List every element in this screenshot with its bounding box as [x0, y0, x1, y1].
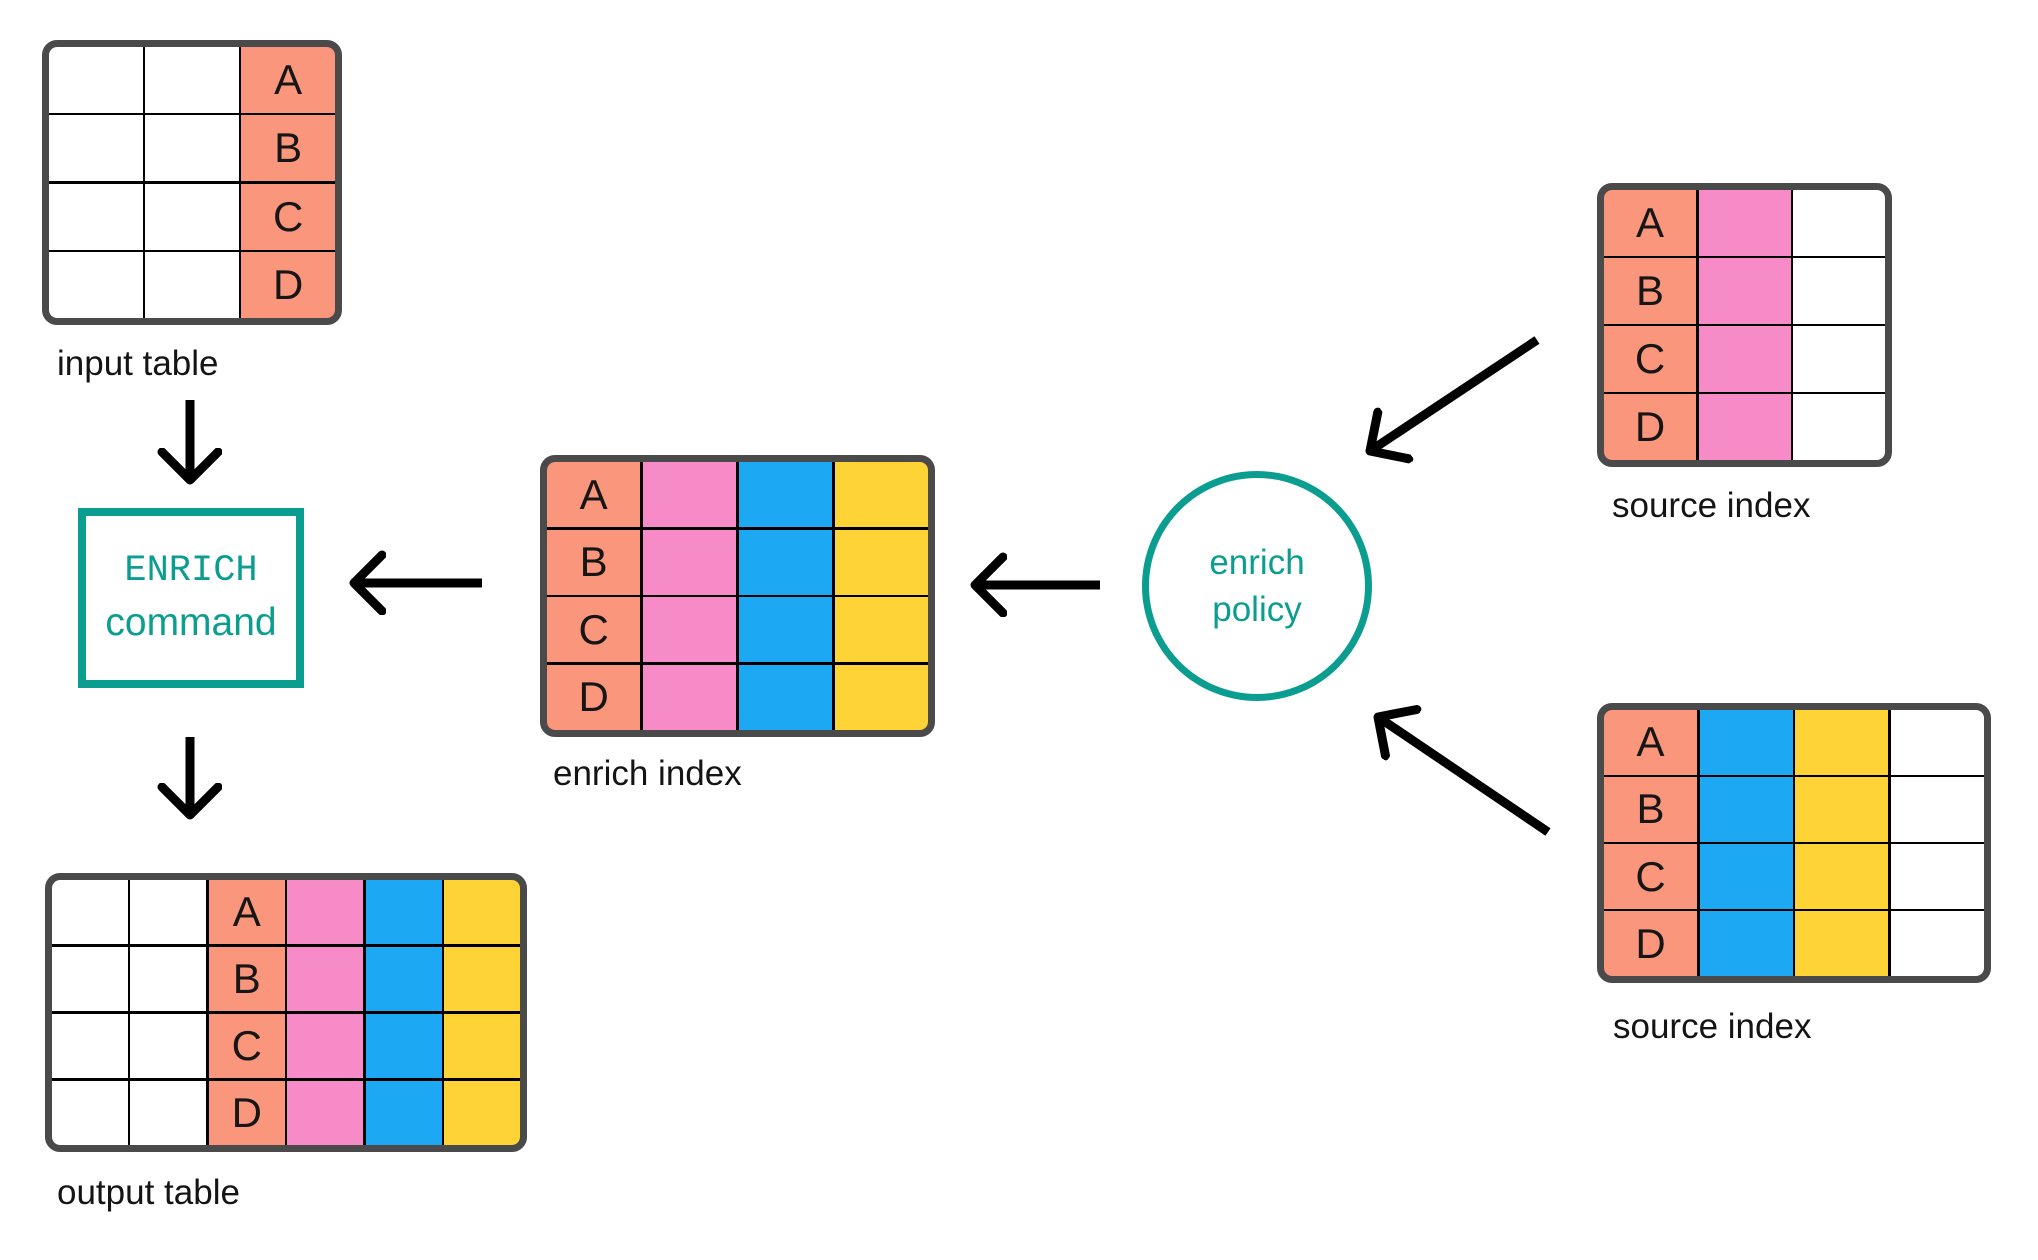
key-cell: D [1604, 911, 1698, 976]
table-cell [130, 1013, 207, 1079]
key-cell: A [208, 880, 285, 945]
table-cell [365, 946, 442, 1012]
enrich-index-table: A B C D [540, 455, 935, 737]
table-cell [52, 880, 128, 945]
key-cell: B [1604, 258, 1696, 324]
table-cell [738, 529, 833, 595]
key-cell: A [241, 47, 335, 113]
table-cell [1795, 710, 1889, 775]
table-cell [130, 946, 207, 1012]
table-cell [738, 664, 833, 730]
table-cell [52, 946, 128, 1012]
table-cell [49, 47, 143, 113]
arrow-source-top-to-policy-icon [1370, 336, 1540, 451]
table-cell [49, 183, 143, 250]
enrich-command-subtitle: command [105, 600, 277, 644]
source-index-bottom-label: source index [1613, 1007, 1812, 1046]
table-cell [1699, 710, 1793, 775]
table-cell [1699, 844, 1793, 909]
table-cell [365, 880, 442, 945]
source-index-top-label: source index [1612, 486, 1811, 525]
table-cell [1698, 258, 1791, 324]
table-cell [365, 1080, 442, 1145]
table-cell [287, 946, 364, 1012]
output-table: A B C D [45, 873, 527, 1152]
table-cell [834, 664, 928, 730]
output-table-label: output table [57, 1173, 240, 1212]
enrich-command-title: ENRICH [124, 549, 258, 592]
source-index-bottom-table: A B C D [1597, 703, 1991, 983]
table-cell [145, 183, 239, 250]
table-cell [130, 880, 207, 945]
table-cell [365, 1013, 442, 1079]
table-cell [1793, 326, 1885, 392]
table-cell [1698, 326, 1791, 392]
input-table: A B C D [42, 40, 342, 325]
table-cell [642, 462, 737, 528]
table-cell [1795, 911, 1889, 976]
key-cell: C [547, 597, 641, 663]
table-cell [287, 1013, 364, 1079]
table-cell [642, 664, 737, 730]
table-cell [738, 597, 833, 663]
table-cell [1890, 777, 1984, 842]
table-cell [642, 529, 737, 595]
key-cell: A [547, 462, 641, 528]
table-cell [444, 880, 520, 945]
table-cell [444, 1080, 520, 1145]
table-cell [1890, 844, 1984, 909]
key-cell: A [1604, 710, 1698, 775]
table-cell [145, 252, 239, 318]
table-cell [834, 529, 928, 595]
table-cell [52, 1080, 128, 1145]
enrich-index-label: enrich index [553, 754, 742, 793]
key-cell: B [241, 115, 335, 182]
table-cell [1793, 394, 1885, 460]
source-index-top-table: A B C D [1597, 183, 1892, 467]
arrow-source-bottom-to-policy-icon [1378, 717, 1551, 836]
table-cell [1795, 777, 1889, 842]
table-cell [1793, 190, 1885, 256]
table-cell [130, 1080, 207, 1145]
key-cell: D [241, 252, 335, 318]
table-cell [287, 1080, 364, 1145]
enrich-policy-label-line1: enrich [1209, 542, 1305, 582]
table-cell [145, 47, 239, 113]
table-cell [834, 462, 928, 528]
table-cell [834, 597, 928, 663]
key-cell: D [208, 1080, 285, 1145]
key-cell: C [208, 1013, 285, 1079]
table-cell [444, 946, 520, 1012]
key-cell: B [208, 946, 285, 1012]
key-cell: A [1604, 190, 1696, 256]
table-cell [444, 1013, 520, 1079]
table-cell [49, 115, 143, 182]
table-cell [1699, 911, 1793, 976]
table-cell [1793, 258, 1885, 324]
key-cell: C [1604, 326, 1696, 392]
key-cell: D [1604, 394, 1696, 460]
table-cell [52, 1013, 128, 1079]
table-cell [738, 462, 833, 528]
key-cell: D [547, 664, 641, 730]
enrich-policy-label-line2: policy [1212, 590, 1302, 629]
enrich-policy-circle: enrich policy [1142, 471, 1372, 701]
input-table-label: input table [57, 344, 219, 383]
table-cell [1795, 844, 1889, 909]
table-cell [642, 597, 737, 663]
key-cell: B [1604, 777, 1698, 842]
table-cell [1698, 394, 1791, 460]
key-cell: C [241, 183, 335, 250]
table-cell [1890, 911, 1984, 976]
table-cell [145, 115, 239, 182]
table-cell [1698, 190, 1791, 256]
enrich-command-box: ENRICH command [78, 508, 304, 688]
key-cell: C [1604, 844, 1698, 909]
table-cell [1890, 710, 1984, 775]
table-cell [49, 252, 143, 318]
key-cell: B [547, 529, 641, 595]
table-cell [287, 880, 364, 945]
table-cell [1699, 777, 1793, 842]
